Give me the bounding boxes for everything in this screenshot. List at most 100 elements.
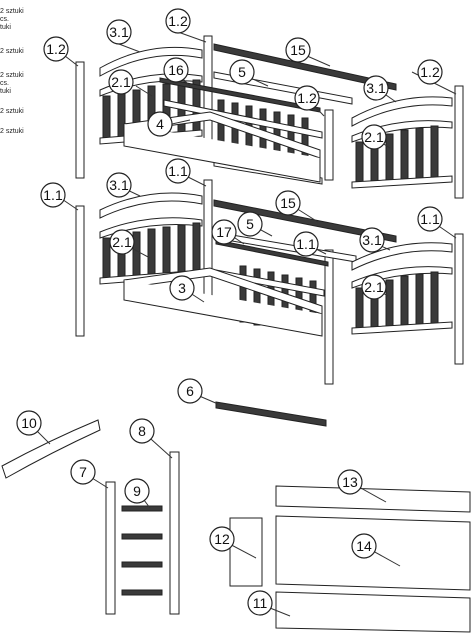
top-tier (75, 35, 464, 199)
bottom-right-headboard-slats (355, 271, 439, 331)
callout-label: 15 (280, 195, 296, 211)
callout-1-2-center: 1.2 (294, 85, 320, 111)
callout-3-1-top-right: 3.1 (363, 75, 389, 101)
callout-label: 8 (138, 423, 146, 439)
legend-line: 2 sztuki (0, 48, 24, 55)
callout-2-1-top: 2.1 (108, 69, 134, 95)
legend-line: 2 sztuki (0, 128, 24, 135)
callout-label: 2.1 (364, 279, 384, 295)
callout-label: 1.2 (297, 90, 317, 106)
ladder-side-7 (105, 481, 116, 615)
post-1-2-center (324, 109, 334, 181)
legend-line: 2 sztuki (0, 72, 24, 79)
callout-1-1-center: 1.1 (293, 231, 319, 257)
callout-10: 10 (16, 410, 42, 436)
callout-5-top: 5 (229, 59, 255, 85)
callout-label: 1.2 (420, 64, 440, 80)
callout-label: 2.1 (111, 74, 131, 90)
callout-label: 12 (214, 531, 230, 547)
legend-line: 2 sztuki (0, 108, 24, 115)
long-rail-15-bottom (213, 199, 397, 243)
callout-1-1-mid: 1.1 (165, 158, 191, 184)
legend-line: cs. (0, 16, 9, 23)
callout-label: 9 (133, 483, 141, 499)
callout-label: 2.1 (112, 234, 132, 250)
callout-14: 14 (351, 533, 377, 559)
callout-label: 3.1 (366, 80, 386, 96)
panel-12 (229, 517, 263, 587)
callout-label: 1.1 (296, 236, 316, 252)
callout-label: 6 (186, 383, 194, 399)
post-1-1-right (454, 233, 464, 365)
headboard-bottom-rail-right (351, 175, 453, 189)
callout-15-top: 15 (285, 37, 311, 63)
ladder-side-8 (169, 451, 180, 615)
callout-label: 4 (156, 116, 164, 132)
callout-1-2-left: 1.2 (43, 36, 69, 62)
drawer-front-11 (275, 591, 471, 633)
callout-12: 12 (209, 526, 235, 552)
callout-3-1-top: 3.1 (106, 19, 132, 45)
board-13 (275, 485, 471, 513)
callout-5-bottom: 5 (237, 211, 263, 237)
legend-line: 2 sztuki (0, 8, 24, 15)
callout-label: 3.1 (362, 232, 382, 248)
legend-line: cs. (0, 80, 9, 87)
callout-3: 3 (169, 275, 195, 301)
callout-11: 11 (247, 590, 273, 616)
guard-rail-upper (163, 99, 323, 139)
post-1-2-left (75, 61, 85, 179)
callout-17: 17 (211, 219, 237, 245)
legend-line: tuki (0, 24, 11, 31)
parts-legend: 2 sztuki cs. tuki 2 sztuki 2 sztuki cs. … (0, 8, 24, 136)
callout-9: 9 (124, 478, 150, 504)
callout-15-bottom: 15 (275, 190, 301, 216)
right-headboard-slats (355, 125, 439, 185)
callout-label: 1.1 (43, 187, 63, 203)
bottom-tier (75, 179, 464, 385)
legend-line: tuki (0, 88, 11, 95)
callout-1-1-right: 1.1 (417, 206, 443, 232)
bar-17 (215, 239, 329, 267)
callout-13: 13 (337, 469, 363, 495)
top-rail-3-1-bottom-right (351, 242, 453, 271)
callout-label: 5 (246, 216, 254, 232)
bottom-headboard-rail-right (351, 321, 453, 335)
callout-7: 7 (70, 459, 96, 485)
callout-label: 13 (342, 474, 358, 490)
callout-label: 10 (21, 415, 37, 431)
callout-1-2-mid: 1.2 (165, 8, 191, 34)
curved-board-10 (1, 419, 101, 479)
callout-label: 7 (79, 464, 87, 480)
callout-label: 5 (238, 64, 246, 80)
callouts: 1.2 3.1 1.2 15 16 5 2.1 4 1.2 3.1 1.2 2.… (16, 8, 443, 616)
callout-label: 1.2 (168, 13, 188, 29)
post-1-1-left (75, 205, 85, 337)
callout-3-1-bottom: 3.1 (106, 172, 132, 198)
long-rail-15-top (213, 43, 397, 91)
post-1-1-center (324, 249, 334, 385)
callout-16: 16 (163, 57, 189, 83)
callout-label: 17 (216, 224, 232, 240)
callout-label: 3.1 (109, 177, 129, 193)
callout-label: 11 (253, 595, 268, 611)
callout-4: 4 (147, 111, 173, 137)
callout-label: 1.1 (420, 211, 440, 227)
callout-1-1-left: 1.1 (40, 182, 66, 208)
callout-label: 16 (168, 62, 184, 78)
callout-label: 15 (290, 42, 306, 58)
callout-2-1-bottom-right: 2.1 (361, 274, 387, 300)
callout-8: 8 (129, 418, 155, 444)
rail-6 (215, 401, 327, 427)
callout-2-1-bottom: 2.1 (109, 229, 135, 255)
post-1-2-right (454, 85, 464, 199)
callout-6: 6 (177, 378, 203, 404)
top-rail-3-1-right (351, 96, 453, 127)
post-1-1-mid (203, 179, 213, 305)
callout-3-1-bottom-right: 3.1 (359, 227, 385, 253)
callout-label: 3 (178, 280, 186, 296)
callout-1-2-right: 1.2 (417, 59, 443, 85)
callout-label: 3.1 (109, 24, 129, 40)
callout-label: 14 (356, 538, 372, 554)
